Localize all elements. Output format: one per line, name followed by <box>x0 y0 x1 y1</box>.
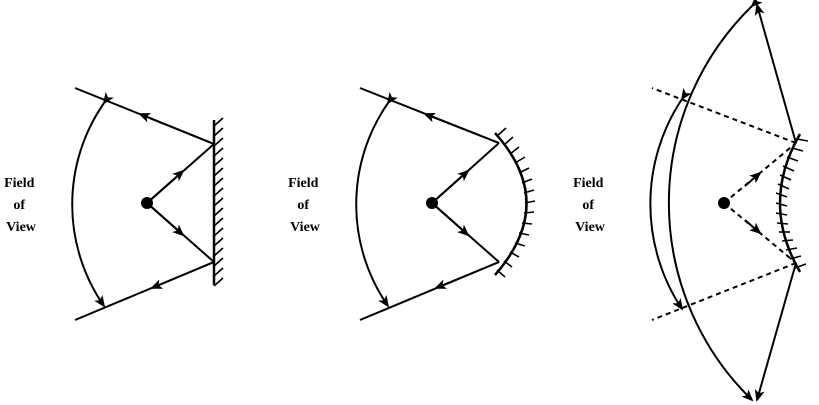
comparison-ray-upper-convex <box>651 87 797 144</box>
fov-label-concave: Field of View <box>288 176 322 235</box>
convex-mirror-hatching <box>775 138 809 269</box>
reflected-ray-lower-convex <box>754 262 797 402</box>
incident-ray-lower-convex-arrow <box>744 219 762 235</box>
fov-label-flat: Field of View <box>4 176 38 235</box>
incident-ray-upper-convex-arrow <box>744 171 762 187</box>
flat-mirror-hatching <box>213 117 224 287</box>
reflected-ray-lower-flat-arrow <box>150 261 215 289</box>
fov-arc-convex-wide <box>667 0 763 402</box>
incident-ray-lower-flat-arrow <box>146 202 185 237</box>
reflected-ray-upper-concave-arrow <box>423 112 500 144</box>
comparison-ray-lower-convex <box>651 262 797 321</box>
incident-ray-upper-concave-arrow <box>431 169 470 204</box>
incident-ray-lower-concave-arrow <box>431 202 470 237</box>
incident-ray-upper-flat-arrow <box>146 169 185 204</box>
concave-mirror-hatching <box>496 127 536 278</box>
fov-arc-convex-inner <box>649 87 692 311</box>
fov-arc-flat <box>71 91 114 308</box>
panel-concave-mirror: Field of View <box>288 87 536 321</box>
fov-label-convex: Field of View <box>573 176 607 235</box>
fov-arc-concave <box>355 91 398 308</box>
panel-convex-mirror: Field of View <box>573 0 809 402</box>
reflected-ray-lower-concave-arrow <box>434 261 500 289</box>
convex-mirror <box>778 133 802 273</box>
panel-flat-mirror: Field of View <box>4 87 224 321</box>
reflected-ray-upper-flat-arrow <box>138 113 215 145</box>
reflected-ray-upper-convex <box>754 3 797 144</box>
